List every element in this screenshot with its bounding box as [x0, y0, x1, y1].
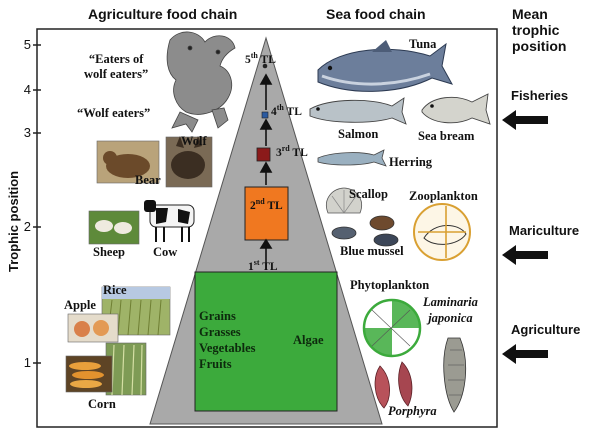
- cow-label: Cow: [153, 245, 178, 259]
- fisheries-arrow-icon: [502, 110, 548, 130]
- tick-2: 2: [23, 219, 31, 234]
- sea-bream-icon: [421, 93, 491, 125]
- phytoplankton-icon: [362, 298, 422, 358]
- base-item-grasses: Grasses: [199, 325, 241, 339]
- tl-3-label: 3rd TL: [276, 144, 308, 159]
- sector-arrows: [502, 110, 548, 364]
- fifth-tl-dot: [262, 63, 268, 69]
- scallop-icon: [326, 187, 362, 214]
- base-item-fruits: Fruits: [199, 357, 232, 371]
- porphyra-icon: [374, 361, 413, 409]
- tick-3: 3: [23, 125, 31, 140]
- laminaria-icon: [443, 337, 466, 413]
- apples-photo: [67, 313, 119, 343]
- salmon-icon: [309, 97, 407, 125]
- sea-bream-label: Sea bream: [418, 129, 475, 143]
- sector-mariculture-label: Mariculture: [509, 223, 580, 238]
- apple-label: Apple: [64, 298, 96, 312]
- laminaria-japonica-label: Laminaria japonica: [423, 295, 478, 325]
- bear-photo: [96, 140, 160, 184]
- salmon-label: Salmon: [338, 127, 379, 141]
- tick-4: 4: [23, 82, 31, 97]
- agriculture-arrow-icon: [502, 344, 548, 364]
- base-item-grains: Grains: [199, 309, 236, 323]
- herring-icon: [317, 149, 387, 167]
- eaters-of-wolf-eaters-label: “Eaters of wolf eaters”: [84, 52, 149, 81]
- wolf-eaters-label: “Wolf eaters”: [77, 106, 151, 120]
- cow-icon: [144, 200, 195, 242]
- header-agriculture-food-chain: Agriculture food chain: [88, 6, 238, 22]
- zooplankton-label: Zooplankton: [409, 189, 478, 203]
- fourth-tl-box: [261, 111, 269, 119]
- second-tl-box: [244, 186, 289, 241]
- header-position: position: [512, 38, 567, 54]
- phytoplankton-label: Phytoplankton: [350, 278, 430, 292]
- herring-label: Herring: [389, 155, 433, 169]
- first-tl-box: [194, 271, 338, 412]
- mariculture-arrow-icon: [502, 245, 548, 265]
- porphyra-label: Porphyra: [388, 404, 437, 418]
- rice-label: Rice: [103, 283, 127, 297]
- corn-photo: [65, 355, 113, 393]
- wolf-photo: [165, 136, 213, 188]
- zooplankton-icon: [413, 203, 471, 261]
- trophic-arrows: [259, 73, 273, 270]
- tuna-label: Tuna: [409, 37, 437, 51]
- base-item-vegetables: Vegetables: [199, 341, 256, 355]
- base-crops-list: Grains Grasses Vegetables Fruits: [199, 308, 255, 372]
- bear-label: Bear: [135, 173, 161, 187]
- tl-4-label: 4th TL: [271, 103, 302, 118]
- corn-label: Corn: [88, 397, 116, 411]
- hydra-icon: [166, 31, 236, 133]
- header-sea-food-chain: Sea food chain: [326, 6, 426, 22]
- sugarcane-photo: [105, 342, 147, 396]
- wolf-label: Wolf: [181, 134, 207, 148]
- tl-2-label: 2nd TL: [250, 197, 283, 212]
- tick-1: 1: [23, 355, 31, 370]
- blue-mussel-icon: [331, 215, 399, 247]
- axis-ticks: [33, 44, 41, 364]
- tl-5-label: 5th TL: [245, 51, 276, 66]
- tuna-icon: [317, 40, 454, 92]
- header-mean-trophic-position: Mean trophic position: [512, 6, 566, 54]
- base-item-algae: Algae: [293, 333, 324, 347]
- third-tl-box: [256, 147, 271, 162]
- blue-mussel-label: Blue mussel: [340, 244, 404, 258]
- sheep-photo: [88, 210, 140, 245]
- scallop-label: Scallop: [349, 187, 388, 201]
- diagram-frame: [36, 28, 498, 428]
- sector-agriculture-label: Agriculture: [511, 322, 581, 337]
- sector-fisheries-label: Fisheries: [511, 88, 569, 103]
- sheep-label: Sheep: [93, 245, 125, 259]
- tl-1-label: 1st TL: [248, 258, 278, 273]
- header-mean: Mean: [512, 6, 548, 22]
- tick-5: 5: [23, 37, 31, 52]
- header-trophic: trophic: [512, 22, 560, 38]
